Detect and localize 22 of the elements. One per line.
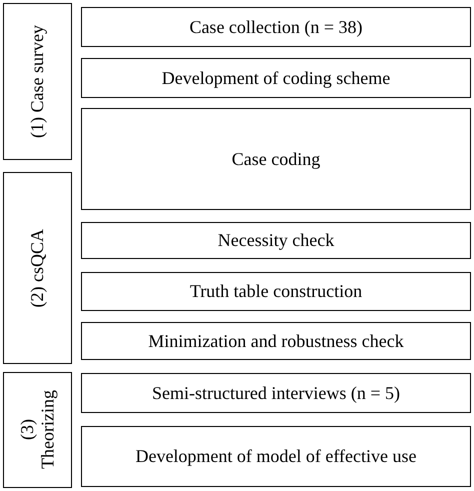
phase-box — [3, 3, 72, 160]
phase-label: (1) Case survey — [27, 25, 48, 138]
phase-box — [3, 172, 72, 364]
step-box — [81, 322, 471, 360]
step-label: Case collection (n = 38) — [189, 16, 363, 38]
step-label: Truth table construction — [190, 281, 362, 302]
step-box — [81, 222, 471, 259]
phase-box — [3, 372, 72, 488]
step-label: Development of model of effective use — [135, 446, 417, 467]
step-box — [81, 272, 471, 311]
step-label: Necessity check — [218, 230, 334, 251]
step-label: Development of coding scheme — [162, 68, 390, 88]
step-box — [81, 373, 471, 413]
phase-label: (2) csQCA — [27, 228, 48, 308]
phase-label: (3) Theorizing — [16, 389, 58, 472]
step-label: Semi-structured interviews (n = 5) — [152, 382, 400, 404]
step-label: Minimization and robustness check — [148, 330, 404, 352]
step-box — [81, 426, 471, 487]
step-box — [81, 7, 471, 47]
step-box — [81, 108, 471, 210]
step-box — [81, 58, 471, 98]
step-label: Case coding — [232, 148, 320, 170]
